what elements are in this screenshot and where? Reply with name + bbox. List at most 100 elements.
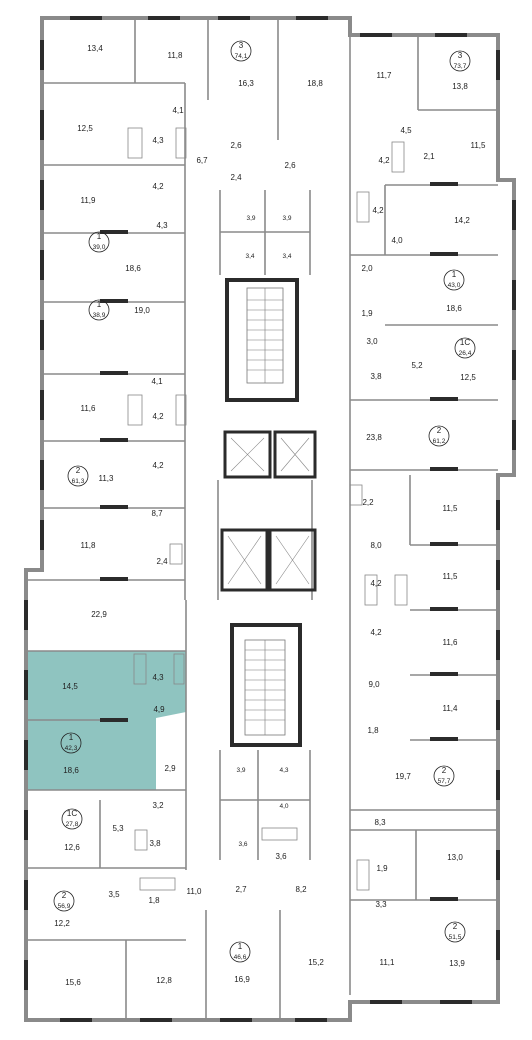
stair-top [225,278,299,402]
badge-rooms: 1 [97,232,102,241]
room-area: 2,4 [156,557,168,566]
room-area: 13,0 [447,853,463,862]
room-area: 4,2 [370,579,382,588]
room-area: 11,9 [81,196,97,205]
room-area: 4,2 [152,182,164,191]
room-area: 18,8 [307,79,323,88]
badge-apt-46-6[interactable]: 1 46,6 [229,941,251,963]
badge-apt-74-1[interactable]: 3 74,1 [230,40,252,62]
room-area: 12,5 [460,373,476,382]
room-area: 2,6 [230,141,242,150]
room-area: 11,5 [443,504,459,513]
room-area: 4,3 [156,221,168,230]
room-area: 5,2 [411,361,423,370]
badge-apt-61-2[interactable]: 2 61,2 [428,425,450,447]
room-area: 12,8 [156,976,172,985]
room-area: 2,4 [230,173,242,182]
room-area: 11,6 [443,638,459,647]
room-area: 4,2 [152,412,164,421]
room-area: 3,4 [245,253,254,260]
badge-apt-51-5[interactable]: 2 51,5 [444,921,466,943]
room-area: 4,2 [378,156,390,165]
badge-apt-57-7[interactable]: 2 57,7 [433,765,455,787]
room-area: 2,7 [235,885,247,894]
room-area: 16,9 [234,975,250,984]
badge-rooms: 2 [62,891,67,900]
badge-apt-43-0[interactable]: 1 43,0 [443,269,465,291]
room-area: 3,6 [238,841,247,848]
badge-area: 46,6 [234,954,247,961]
badge-rooms: 3 [458,51,463,60]
room-area: 19,0 [134,306,150,315]
badge-rooms: 2 [453,922,458,931]
badge-apt-38-9[interactable]: 1 38,9 [88,299,110,321]
room-area: 1,8 [367,726,379,735]
room-area: 11,4 [443,704,459,713]
badge-rooms: 1С [67,809,77,818]
room-area: 12,2 [54,919,70,928]
badge-rooms: 2 [76,466,81,475]
elevators-top [223,430,317,479]
badge-apt-27-8[interactable]: 1С 27,8 [61,808,83,830]
room-area: 23,8 [366,433,382,442]
room-area: 3,2 [152,801,164,810]
room-area: 8,3 [374,818,386,827]
room-area: 18,6 [446,304,462,313]
badge-area: 61,3 [72,478,85,485]
room-area: 3,4 [282,253,291,260]
room-area: 12,5 [77,124,93,133]
badge-apt-26-4[interactable]: 1С 26,4 [454,337,476,359]
room-area: 18,6 [63,766,79,775]
room-area: 11,6 [81,404,97,413]
badge-area: 61,2 [433,438,446,445]
room-area: 19,7 [395,772,411,781]
room-area: 3,8 [149,839,161,848]
room-area: 11,8 [81,541,97,550]
room-area: 15,6 [65,978,81,987]
badge-rooms: 3 [239,41,244,50]
room-area: 2,2 [362,498,374,507]
room-area: 11,0 [187,887,203,896]
badge-apt-56-9[interactable]: 2 56,9 [53,890,75,912]
room-area: 22,9 [91,610,107,619]
badge-area: 56,9 [58,903,71,910]
badge-area: 26,4 [459,350,472,357]
room-area: 4,5 [400,126,412,135]
apartment-badges: 3 74,1 3 73,7 1 39,0 1 43,0 1 38,9 1С 26… [53,40,476,963]
room-area: 4,2 [152,461,164,470]
badge-apt-73-7[interactable]: 3 73,7 [449,50,471,72]
badge-area: 43,0 [448,282,461,289]
room-area: 3,3 [375,900,387,909]
room-area: 11,1 [380,958,396,967]
room-area: 13,8 [452,82,468,91]
room-area: 11,5 [443,572,459,581]
badge-apt-61-3[interactable]: 2 61,3 [67,465,89,487]
badge-rooms: 1 [97,300,102,309]
room-area: 4,1 [151,377,163,386]
room-area: 9,0 [368,680,380,689]
room-area: 3,9 [282,215,291,222]
bathroom-fixtures [127,127,408,891]
room-area: 1,8 [148,896,160,905]
badge-area: 39,0 [93,244,106,251]
room-area: 4,0 [279,803,288,810]
room-area: 11,7 [377,71,393,80]
badge-area: 73,7 [454,63,467,70]
room-area: 4,3 [152,673,164,682]
badge-rooms: 1 [238,942,243,951]
room-area-labels: 13,4 11,8 16,3 18,8 11,7 13,8 12,5 4,1 4… [54,44,486,987]
badge-rooms: 1 [69,733,74,742]
badge-apt-39-0[interactable]: 1 39,0 [88,231,110,253]
room-area: 6,7 [196,156,208,165]
badge-rooms: 2 [437,426,442,435]
room-area: 3,5 [108,890,120,899]
badge-area: 38,9 [93,312,106,319]
badge-apt-42-3[interactable]: 1 42,3 [60,732,82,754]
room-area: 11,3 [99,474,115,483]
stair-bottom [230,623,302,747]
room-area: 18,6 [125,264,141,273]
room-area: 11,8 [168,51,184,60]
room-area: 5,3 [112,824,124,833]
room-area: 2,1 [423,152,435,161]
